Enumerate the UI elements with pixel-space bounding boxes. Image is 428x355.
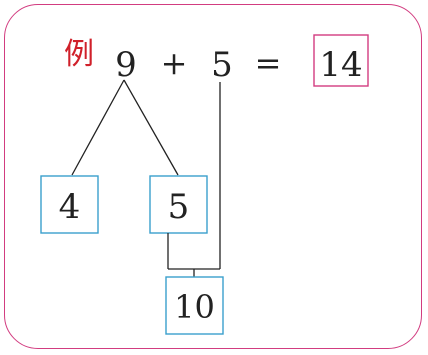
addend-five: 5	[211, 45, 233, 85]
part-box-four	[40, 175, 99, 234]
split-line-right	[123, 79, 179, 176]
result-box	[313, 34, 369, 87]
part-box-five	[149, 175, 208, 234]
result-value: 14	[319, 45, 362, 85]
ten-box	[165, 276, 224, 335]
addend-nine: 9	[115, 45, 137, 85]
plus-sign: +	[161, 44, 188, 82]
part-value-five: 5	[168, 187, 190, 227]
ten-value: 10	[174, 288, 215, 326]
part-value-four: 4	[59, 187, 81, 227]
split-line-left	[71, 79, 125, 176]
example-label: 例	[64, 37, 94, 72]
equals-sign: =	[255, 44, 282, 82]
